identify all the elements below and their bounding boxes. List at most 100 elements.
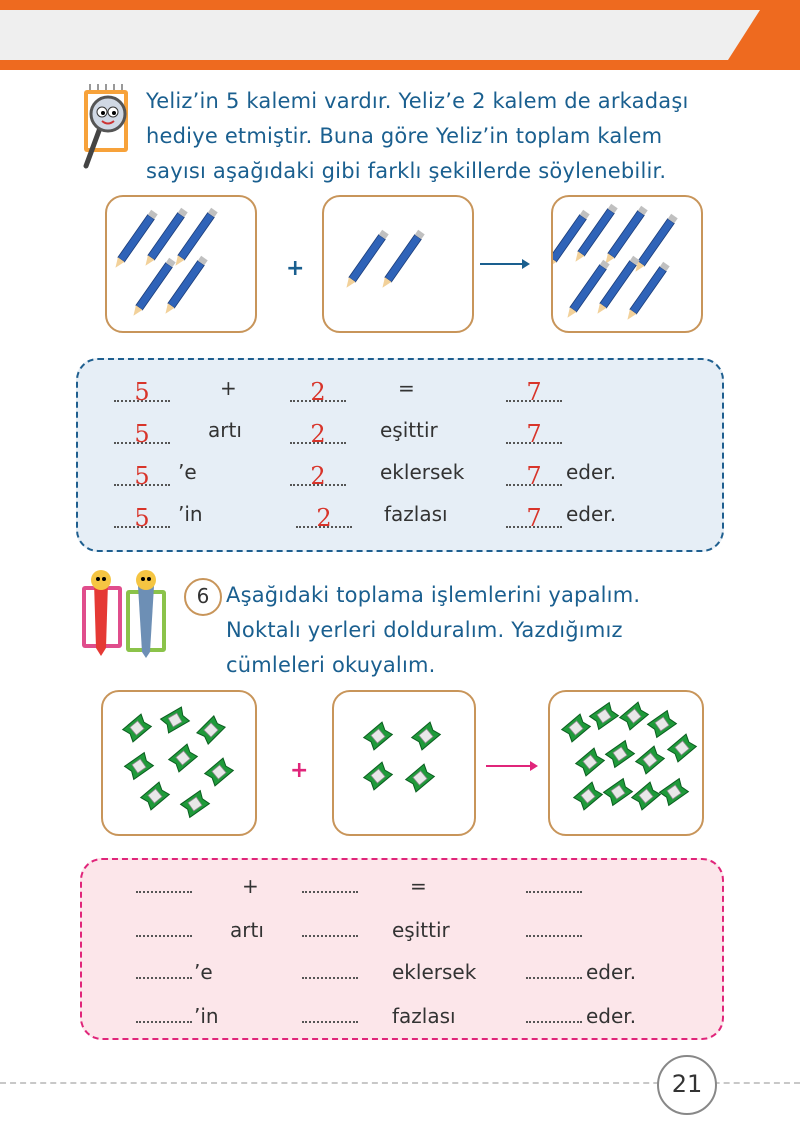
relation-word: =	[410, 874, 427, 898]
blank-second[interactable]	[302, 960, 358, 984]
arrow-right-icon	[486, 761, 538, 771]
exercise-row: artı eşittir	[82, 910, 722, 950]
question-line: Aşağıdaki toplama işlemlerini yapalım.	[226, 583, 641, 607]
relation-word: fazlası	[392, 1004, 456, 1028]
plus-sign: +	[290, 758, 309, 783]
pencil-group	[115, 207, 218, 316]
pencil-icon	[175, 207, 218, 266]
blank-first[interactable]	[136, 918, 192, 942]
blank-first[interactable]	[136, 960, 192, 984]
blank-result[interactable]	[526, 960, 582, 984]
sharpener-icon	[588, 701, 620, 731]
relation-word: eşittir	[380, 418, 438, 442]
pencil-icon	[133, 257, 176, 316]
blank-first[interactable]	[136, 1004, 192, 1028]
end-word: eder.	[586, 960, 637, 984]
question-text: Aşağıdaki toplama işlemlerini yapalım. N…	[226, 578, 686, 683]
sharpener-icon	[121, 713, 153, 743]
header-bar	[0, 0, 800, 70]
sharpener-icon	[666, 733, 698, 763]
page-number: 21	[657, 1055, 717, 1115]
operator-word: ’e	[178, 460, 197, 484]
operator-word: +	[220, 376, 237, 400]
pencil-icon	[145, 207, 188, 266]
blank-result[interactable]	[526, 1004, 582, 1028]
example-row: 5+2=7	[78, 368, 722, 408]
answer-first: 5	[114, 506, 170, 530]
blank-second[interactable]	[302, 874, 358, 898]
relation-word: eklersek	[380, 460, 465, 484]
relation-word: eşittir	[392, 918, 450, 942]
pencil-icon	[547, 209, 590, 268]
sharpener-icon	[159, 706, 191, 734]
end-word: eder.	[566, 460, 617, 484]
pencil-icon	[346, 229, 389, 288]
end-word: eder.	[586, 1004, 637, 1028]
blank-result[interactable]	[526, 874, 582, 898]
sharpener-group	[121, 706, 235, 819]
answer-second: 2	[290, 380, 346, 404]
pencil-icon	[575, 203, 618, 262]
blank-first[interactable]	[136, 874, 192, 898]
answer-second: 2	[290, 464, 346, 488]
sharpener-box-result	[548, 690, 704, 836]
pencil-group	[346, 229, 425, 288]
sharpener-icon	[560, 713, 592, 743]
answer-result: 7	[506, 380, 562, 404]
pencil-icon	[567, 259, 610, 318]
sharpener-icon	[604, 739, 636, 769]
question-line: cümleleri okuyalım.	[226, 653, 436, 677]
intro-line: sayısı aşağıdaki gibi farklı şekillerde …	[146, 159, 667, 183]
question-number: 6	[184, 578, 222, 616]
pencil-icon	[165, 255, 208, 314]
sharpener-icon	[139, 781, 171, 811]
operator-word: ’e	[194, 960, 213, 984]
pencil-icon	[605, 205, 648, 264]
answer-result: 7	[506, 464, 562, 488]
operator-word: ’in	[194, 1004, 219, 1028]
sharpener-icon	[630, 781, 662, 811]
sharpener-icon	[658, 777, 690, 807]
answer-second: 2	[290, 422, 346, 446]
sharpener-icon	[179, 789, 211, 819]
sharpener-icon	[167, 743, 199, 773]
sharpener-icon	[362, 721, 394, 751]
blank-result[interactable]	[526, 918, 582, 942]
blank-second[interactable]	[302, 1004, 358, 1028]
intro-line: Yeliz’in 5 kalemi vardır. Yeliz’e 2 kale…	[146, 89, 689, 113]
sharpener-box-second	[332, 690, 476, 836]
operator-word: +	[242, 874, 259, 898]
sharpener-icon	[634, 745, 666, 775]
sharpener-group	[560, 701, 698, 811]
pencil-icon	[382, 229, 425, 288]
operator-word: artı	[230, 918, 264, 942]
sharpener-icon	[602, 777, 634, 807]
intro-line: hediye etmiştir. Buna göre Yeliz’in topl…	[146, 124, 663, 148]
pencil-box-result	[547, 195, 703, 333]
arrow-right-icon	[480, 259, 530, 269]
sharpener-icon	[195, 714, 227, 746]
pencil-box-first	[105, 195, 257, 333]
answer-second: 2	[296, 506, 352, 530]
answer-result: 7	[506, 506, 562, 530]
sharpener-icon	[410, 721, 442, 751]
sharpener-icon	[574, 747, 606, 777]
pencil-icon	[597, 255, 640, 314]
sharpener-icon	[362, 761, 394, 791]
plus-sign: +	[286, 256, 305, 281]
footer-divider	[0, 1082, 800, 1084]
sharpener-box-first	[101, 690, 257, 836]
pencil-mascot-icon	[82, 570, 166, 658]
sharpener-icon	[203, 757, 235, 787]
answer-first: 5	[114, 380, 170, 404]
answer-first: 5	[114, 422, 170, 446]
operator-word: artı	[208, 418, 242, 442]
sharpener-icon	[404, 763, 436, 793]
end-word: eder.	[566, 502, 617, 526]
pencil-icon	[627, 261, 670, 320]
blank-second[interactable]	[302, 918, 358, 942]
